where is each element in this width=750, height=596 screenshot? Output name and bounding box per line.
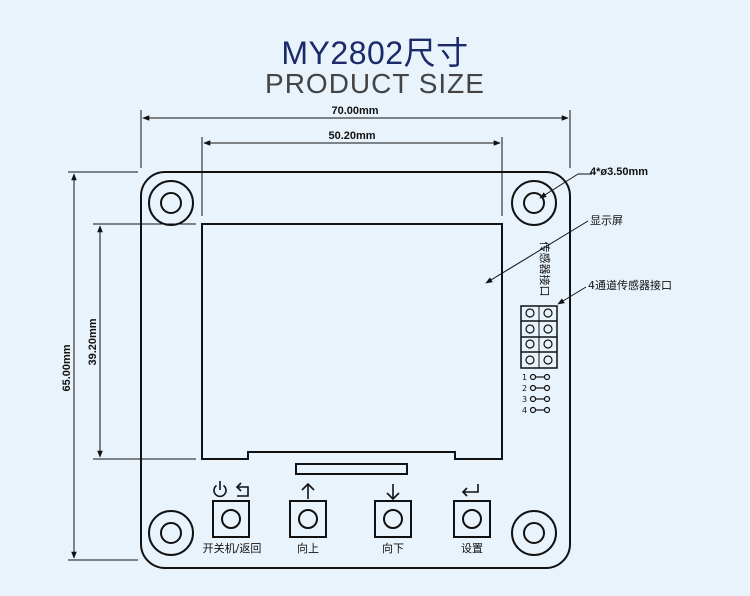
sensor-port-vertical-label: 传感器接口: [538, 242, 551, 297]
mounting-hole-top-right: [511, 180, 557, 226]
down-button[interactable]: [374, 500, 412, 538]
pin-label-2: 2: [522, 384, 527, 393]
hole-spec: 4*ø3.50mm: [590, 166, 648, 178]
pin-label-3: 3: [522, 395, 527, 404]
page-title: MY2802尺寸: [281, 35, 469, 71]
display-leader: [485, 220, 589, 284]
pin-indicators: 1 2 3 4: [522, 373, 551, 415]
hole-leader: [539, 173, 579, 199]
display-label: 显示屏: [590, 214, 623, 227]
settings-button-label: 设置: [461, 542, 483, 555]
down-button-label: 向下: [382, 541, 404, 555]
power-icon: [213, 481, 227, 498]
back-icon: [235, 482, 249, 497]
power-back-button-label: 开关机/返回: [203, 541, 262, 555]
pin-label-1: 1: [522, 373, 527, 382]
mounting-hole-bottom-left: [148, 510, 194, 556]
fpc-slot: [295, 463, 408, 475]
arrow-up-icon: [301, 482, 315, 499]
up-button-label: 向上: [297, 541, 319, 555]
power-back-button[interactable]: [212, 500, 250, 538]
sensor-connector: [520, 305, 558, 369]
arrow-down-icon: [386, 484, 400, 501]
mounting-hole-bottom-right: [511, 510, 557, 556]
pin-label-4: 4: [522, 406, 527, 415]
dim-display-width: 50.20mm: [328, 130, 375, 142]
board-outline: [140, 171, 571, 569]
dim-display-height: 39.20mm: [87, 318, 99, 365]
settings-button[interactable]: [453, 500, 491, 538]
sensor-port-label: 4通道传感器接口: [588, 278, 672, 292]
mounting-hole-top-left: [148, 180, 194, 226]
page-subtitle: PRODUCT SIZE: [265, 68, 485, 99]
dim-board-height: 65.00mm: [61, 344, 73, 391]
dim-board-width: 70.00mm: [331, 105, 378, 117]
up-button[interactable]: [289, 500, 327, 538]
display-area: [201, 223, 503, 460]
sensor-port-leader: [557, 286, 587, 305]
enter-icon: [461, 484, 479, 497]
